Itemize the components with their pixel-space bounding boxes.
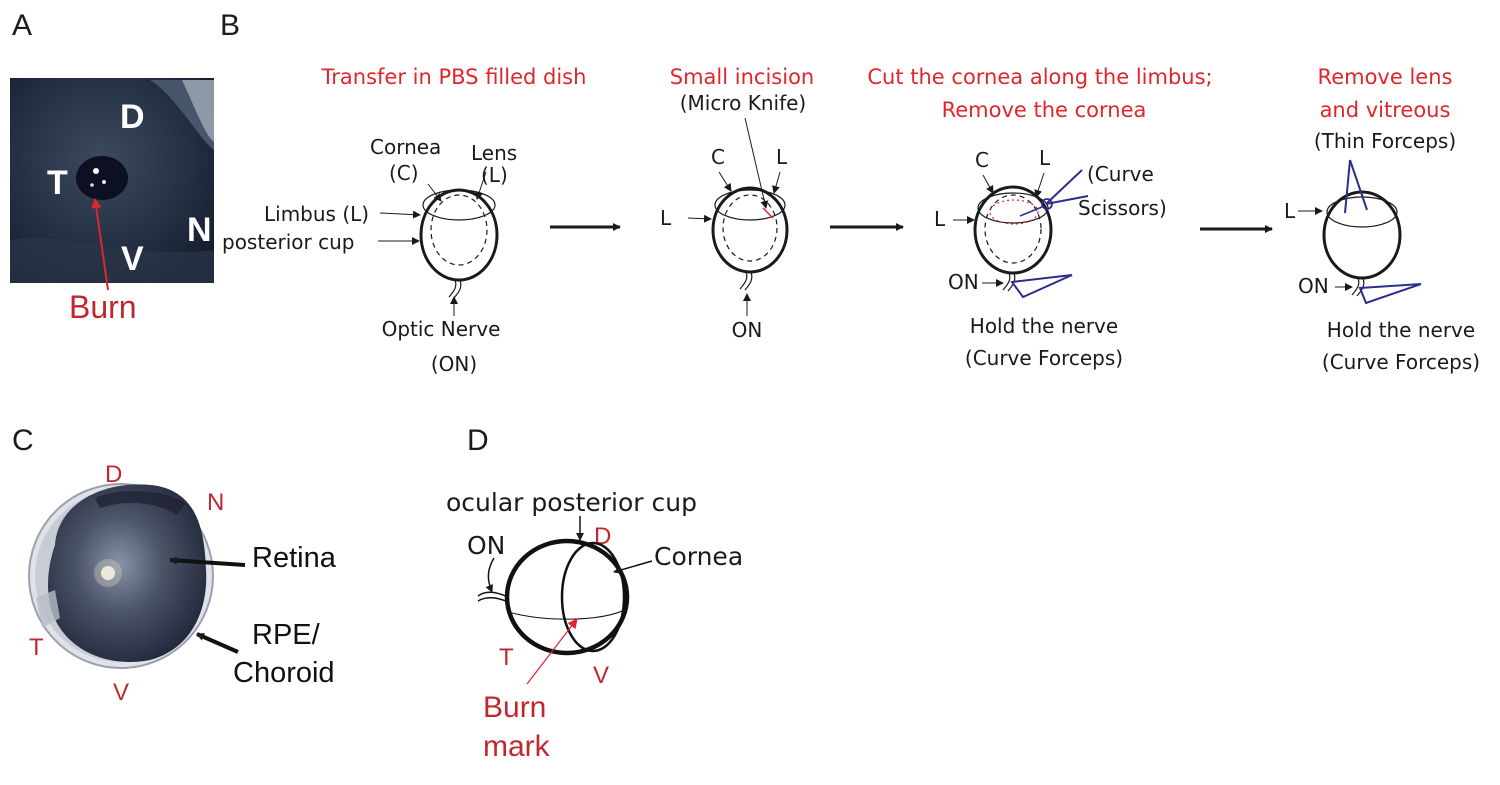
eye-outline — [713, 188, 787, 272]
thin-forceps — [1345, 160, 1367, 213]
orientation-temporal: T — [499, 644, 514, 671]
rpe-label-line1: RPE/ — [252, 619, 321, 651]
on-arrow — [488, 558, 494, 592]
retina-label: Retina — [252, 542, 337, 574]
curve-forceps — [1360, 284, 1421, 303]
lens-outline — [431, 195, 487, 265]
optic-nerve-stub — [449, 280, 461, 298]
step-4-tool: (Thin Forceps) — [1314, 129, 1456, 153]
orientation-dorsal: D — [120, 98, 145, 136]
orientation-temporal: T — [29, 634, 44, 661]
limbus-line — [1327, 197, 1397, 227]
label-l-side: L — [934, 207, 946, 231]
label-on: ON — [732, 318, 763, 342]
label-l: L — [1284, 199, 1296, 223]
label-optic-nerve-abbr: (ON) — [431, 352, 477, 376]
label-cornea: Cornea — [370, 135, 441, 159]
mouse-eye-photo — [10, 78, 214, 283]
eye-outline — [421, 190, 497, 280]
orientation-ventral: V — [593, 662, 609, 689]
label-posterior-cup: posterior cup — [222, 230, 354, 254]
arrow-l-top — [774, 172, 780, 193]
step-3-hold-line2: (Curve Forceps) — [965, 346, 1123, 370]
cup-label: ocular posterior cup — [446, 488, 697, 517]
on-label: ON — [467, 531, 505, 560]
label-on: ON — [948, 270, 979, 294]
arrow-c — [719, 172, 731, 191]
orientation-dorsal: D — [105, 461, 122, 488]
step-1-transfer: Transfer in PBS filled dish Cornea (C) L… — [222, 65, 586, 376]
label-limbus: Limbus (L) — [264, 202, 369, 226]
burn-label: Burn — [69, 289, 137, 325]
panel-letter-b: B — [220, 9, 240, 42]
optic-nerve-stub — [740, 272, 752, 290]
step-3-hold-line1: Hold the nerve — [970, 314, 1118, 338]
label-l-side: L — [660, 206, 672, 230]
orientation-temporal: T — [47, 164, 68, 202]
burn-mark-line2: mark — [483, 730, 551, 763]
step-3-title-line1: Cut the cornea along the limbus; — [867, 65, 1212, 89]
panel-letter-c: C — [12, 424, 34, 457]
panel-b: B Transfer in PBS filled dish Cornea (C)… — [220, 9, 1480, 376]
scissors-label-line1: (Curve — [1087, 162, 1154, 186]
rpe-label-line2: Choroid — [233, 657, 335, 689]
label-l-top: L — [776, 145, 788, 169]
lens-outline — [723, 195, 777, 261]
arrow-c — [983, 175, 993, 193]
limbus-line — [978, 193, 1048, 223]
label-c: C — [711, 145, 725, 169]
cornea-label: Cornea — [654, 542, 743, 571]
step-4-title-line1: Remove lens — [1318, 65, 1453, 89]
eyecup-photo — [29, 484, 213, 668]
scissors-label-line2: Scissors) — [1078, 196, 1167, 220]
orientation-ventral: V — [121, 240, 144, 278]
label-on: ON — [1298, 274, 1329, 298]
orientation-nasal: N — [187, 211, 212, 249]
step-2-incision: Small incision (Micro Knife) C L L ON — [660, 65, 814, 342]
incision-mark — [763, 208, 773, 218]
burn-mark-line1: Burn — [483, 691, 546, 724]
orientation-ventral: V — [113, 679, 129, 706]
panel-letter-d: D — [467, 424, 489, 457]
step-4-hold-line1: Hold the nerve — [1327, 318, 1475, 342]
label-c: C — [975, 148, 989, 172]
label-l-top: L — [1039, 146, 1051, 170]
step-4-hold-line2: (Curve Forceps) — [1322, 350, 1480, 374]
panel-letter-a: A — [12, 9, 32, 42]
step-4-remove-lens: Remove lens and vitreous (Thin Forceps) … — [1284, 65, 1480, 374]
label-lens: Lens — [471, 141, 517, 165]
step-2-title: Small incision — [670, 65, 814, 89]
rpe-arrow — [197, 634, 238, 652]
step-1-title: Transfer in PBS filled dish — [321, 65, 587, 89]
curve-forceps — [1012, 275, 1072, 297]
panel-a: A D T V N Burn — [10, 9, 214, 325]
step-3-title-line2: Remove the cornea — [942, 98, 1147, 122]
orientation-nasal: N — [207, 489, 224, 516]
step-2-tool: (Micro Knife) — [680, 91, 806, 115]
step-4-title-line2: and vitreous — [1320, 98, 1451, 122]
label-cornea-abbr: (C) — [389, 161, 419, 185]
arrow-limbus — [380, 213, 420, 215]
eye-outline — [1324, 192, 1400, 278]
step-3-cut-cornea: Cut the cornea along the limbus; Remove … — [867, 65, 1212, 370]
arrow-l-side — [688, 218, 711, 219]
panel-d: D ocular posterior cup ON D Cornea T V B… — [446, 424, 743, 763]
arrow-l-top — [1036, 173, 1044, 197]
panel-c: C D N T V Retina RPE/ Choroid — [12, 424, 337, 706]
label-optic-nerve: Optic Nerve — [382, 317, 501, 341]
